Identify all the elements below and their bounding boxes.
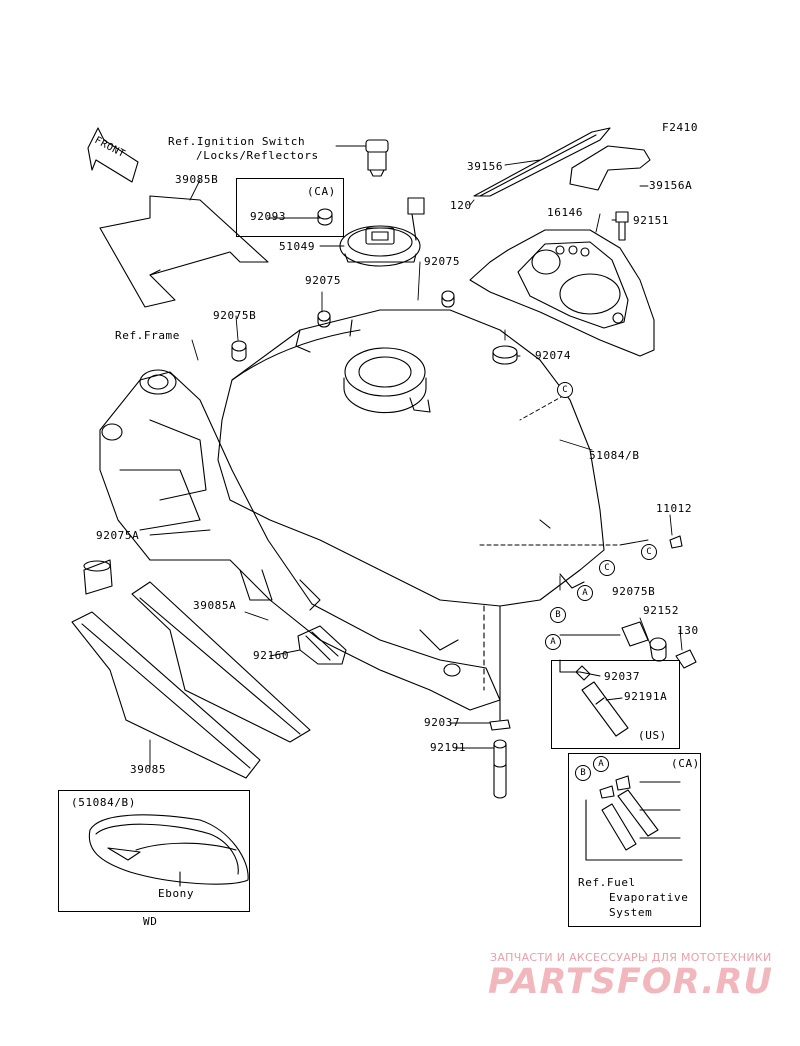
callout-a-tank: A bbox=[577, 585, 593, 601]
label-92075a: 92075A bbox=[96, 529, 140, 542]
ref-ignition-line1: Ref.Ignition Switch bbox=[168, 135, 306, 148]
label-92191a: 92191A bbox=[624, 690, 668, 703]
label-39156a: 39156A bbox=[649, 179, 693, 192]
ref-frame: Ref.Frame bbox=[115, 329, 181, 342]
label-92160: 92160 bbox=[253, 649, 290, 662]
ca-tag-bottom: (CA) bbox=[671, 757, 700, 770]
label-92075b-right: 92075B bbox=[612, 585, 656, 598]
label-92075-left: 92075 bbox=[305, 274, 342, 287]
ref-fuel-line3: System bbox=[609, 906, 653, 919]
grommet-92075b bbox=[621, 621, 649, 647]
inset-finish: Ebony bbox=[158, 887, 195, 900]
fuel-tank-51084b bbox=[217, 309, 621, 607]
label-39085b: 39085B bbox=[175, 173, 219, 186]
ebony-inset-box bbox=[58, 790, 250, 912]
front-arrow-icon bbox=[87, 127, 139, 183]
strip-39156 bbox=[473, 127, 611, 197]
label-92093: 92093 bbox=[250, 210, 287, 223]
collar-92152 bbox=[649, 637, 667, 662]
ref-fuel-line2: Evaporative bbox=[609, 891, 689, 904]
label-92075-top: 92075 bbox=[424, 255, 461, 268]
label-92151: 92151 bbox=[633, 214, 670, 227]
inset-code: WD bbox=[143, 915, 158, 928]
pad-39085b bbox=[99, 195, 269, 308]
label-130: 130 bbox=[677, 624, 699, 637]
callout-b-tank: B bbox=[550, 607, 566, 623]
block-92075a bbox=[83, 559, 113, 595]
label-39085a: 39085A bbox=[193, 599, 237, 612]
label-92191: 92191 bbox=[430, 741, 467, 754]
frame-ref bbox=[99, 369, 501, 711]
ignition-switch-ref bbox=[365, 139, 389, 177]
hose-92191 bbox=[493, 743, 507, 799]
screw-92151 bbox=[615, 211, 629, 241]
ca-inset-box bbox=[568, 753, 701, 927]
leader-lines bbox=[149, 145, 683, 769]
watermark-tagline: ЗАПЧАСТИ И АКСЕССУАРЫ ДЛЯ МОТОТЕХНИКИ bbox=[490, 951, 772, 964]
label-92074: 92074 bbox=[535, 349, 572, 362]
callout-b-ca: B bbox=[575, 765, 591, 781]
label-92075b-top: 92075B bbox=[213, 309, 257, 322]
label-51084b: 51084/B bbox=[589, 449, 640, 462]
pad-39085 bbox=[71, 611, 261, 779]
us-tag: (US) bbox=[638, 729, 667, 742]
dash-cover-16146 bbox=[469, 229, 655, 357]
grommet-92075 bbox=[441, 290, 455, 308]
label-16146: 16146 bbox=[547, 206, 584, 219]
callout-c-top: C bbox=[557, 382, 573, 398]
us-inset-box bbox=[551, 660, 680, 749]
label-92037-inset: 92037 bbox=[604, 670, 641, 683]
callout-c-lower: C bbox=[599, 560, 615, 576]
ca-tag-top: (CA) bbox=[307, 185, 336, 198]
grommet-92074 bbox=[492, 345, 518, 359]
callout-a-ca: A bbox=[593, 756, 609, 772]
ref-ignition-line2: /Locks/Reflectors bbox=[196, 149, 319, 162]
label-51049: 51049 bbox=[279, 240, 316, 253]
fuel-cap-51049 bbox=[339, 225, 421, 267]
label-11012: 11012 bbox=[656, 502, 693, 515]
figure-code: F2410 bbox=[662, 121, 699, 134]
ebony-tank-graphic bbox=[88, 814, 249, 887]
bracket-92160 bbox=[297, 625, 347, 665]
label-92037: 92037 bbox=[424, 716, 461, 729]
pad-39085a bbox=[131, 581, 311, 743]
callout-c-right: C bbox=[641, 544, 657, 560]
washer-92093 bbox=[317, 208, 333, 226]
label-39085: 39085 bbox=[130, 763, 167, 776]
ca-region-box-top bbox=[236, 178, 344, 237]
label-92152: 92152 bbox=[643, 604, 680, 617]
watermark-logo: PARTSFOR.RU bbox=[488, 962, 773, 1002]
label-39156: 39156 bbox=[467, 160, 504, 173]
ref-fuel-line1: Ref.Fuel bbox=[578, 876, 636, 889]
bolt-130 bbox=[675, 649, 697, 669]
inset-title: (51084/B) bbox=[71, 796, 137, 809]
callout-a-us: A bbox=[545, 634, 561, 650]
label-120: 120 bbox=[450, 199, 472, 212]
plate-39156a bbox=[569, 145, 651, 191]
